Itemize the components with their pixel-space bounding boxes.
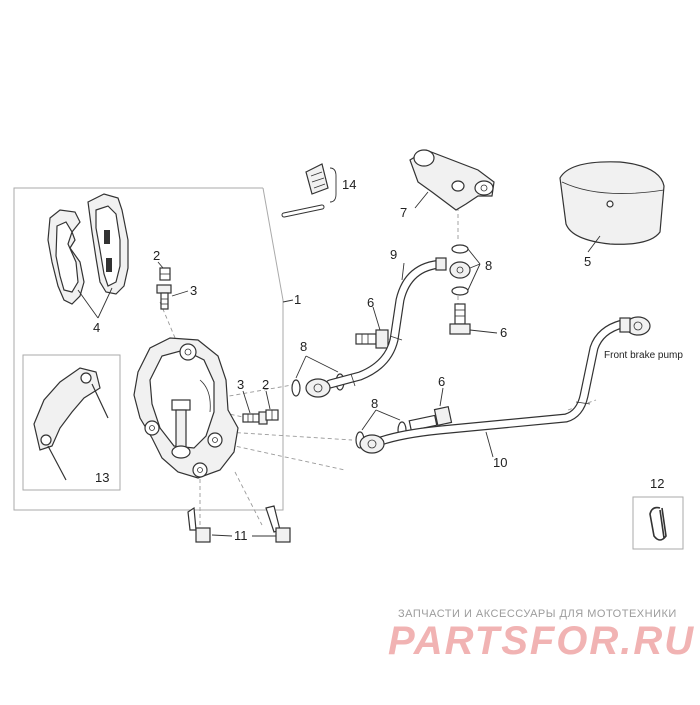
brake-caliper [133,337,239,479]
callout-11: 11 [234,528,248,543]
callout-9: 9 [390,247,397,262]
mounting-bolts [187,505,291,543]
caliper-assembly-frame [13,187,284,511]
watermark-tagline: ЗАПЧАСТИ И АКСЕССУАРЫ ДЛЯ МОТОТЕХНИКИ [398,608,677,620]
spring-clip [649,506,667,541]
callout-10: 10 [493,455,507,470]
bleed-cap-upper [156,284,172,310]
bleed-cap-lower [242,411,268,425]
callout-12: 12 [650,476,664,491]
watermark: ЗАПЧАСТИ И АКСЕССУАРЫ ДЛЯ МОТОТЕХНИКИ PA… [388,608,695,663]
callout-1: 1 [294,292,301,307]
banjo-fitting-upper [449,261,471,279]
bleed-screw-lower [265,409,279,421]
callout-8-upper: 8 [485,258,492,273]
callout-2-lower: 2 [262,377,269,392]
brake-pads [47,193,129,305]
banjo-bolt-left [355,329,389,349]
front-brake-pump-label: Front brake pump [604,350,683,361]
callout-6-lower: 6 [438,374,445,389]
callout-3-lower: 3 [237,377,244,392]
hose-junction-fitting [409,149,495,211]
callout-numbers: 1 2 2 3 3 4 5 6 6 6 7 8 8 8 9 10 11 12 1… [93,177,683,543]
callout-6-left: 6 [367,295,374,310]
spring-inset-frame [632,496,684,550]
callout-7: 7 [400,205,407,220]
brake-fluid-cover [559,161,665,245]
callout-2-upper: 2 [153,248,160,263]
callout-8-left: 8 [300,339,307,354]
watermark-brand: PARTSFOR.RU [388,619,695,663]
bleed-screw-upper [159,267,171,281]
callout-3-upper: 3 [190,283,197,298]
callout-8-lower: 8 [371,396,378,411]
callout-4: 4 [93,320,100,335]
banjo-bolt-upper-right [449,303,471,335]
banjo-bolt-lower [408,406,453,432]
callout-14: 14 [342,177,356,192]
bracket-inset-frame [22,354,121,491]
callout-6-right: 6 [500,325,507,340]
callout-13: 13 [95,470,109,485]
caliper-bracket [33,367,109,481]
pad-pin-and-spring [281,163,329,218]
brake-hose-lower [359,316,651,454]
callout-5: 5 [584,254,591,269]
leader-lines [77,167,601,537]
brake-hose-upper [305,257,447,398]
